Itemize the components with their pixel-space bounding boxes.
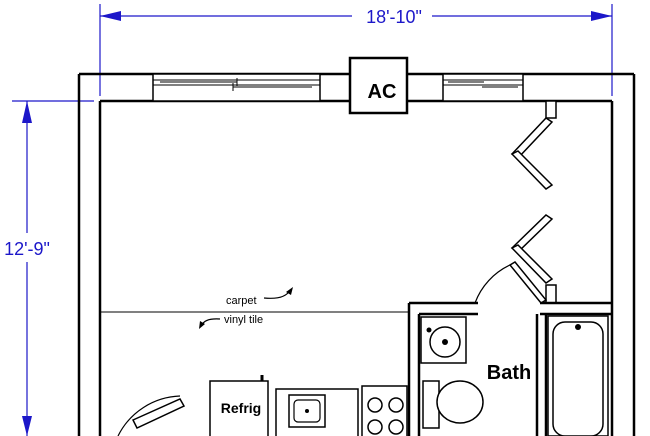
ac-unit [348, 56, 409, 115]
width-arrow-right [591, 11, 612, 21]
vinyl-tile-label: vinyl tile [224, 314, 263, 326]
vinyl-arrowhead [199, 321, 205, 329]
bifold-door-upper-b [510, 150, 554, 190]
kitchen-sink-drain [305, 409, 309, 413]
entry-door-swing-arc [117, 395, 181, 436]
window-right [442, 73, 524, 102]
stove-burner-4 [388, 419, 404, 435]
width-arrow-left [100, 11, 121, 21]
stove-burner-2 [388, 397, 404, 413]
carpet-arrow [263, 289, 291, 299]
entry-door [117, 395, 186, 436]
bath-door [474, 261, 548, 304]
entry-door-leaf [131, 398, 186, 429]
height-dimension [12, 100, 94, 436]
carpet-label: carpet [226, 295, 257, 307]
refrigerator [209, 380, 269, 436]
stove-burner-1 [367, 397, 383, 413]
ac-label: AC [368, 81, 397, 103]
bathtub-basin [552, 321, 604, 436]
closet-bifold-doors [510, 100, 557, 304]
bath-door-swing-arc [474, 264, 511, 304]
height-arrow-bottom [22, 416, 32, 436]
sink-faucet [426, 327, 432, 333]
bifold-door-lower-b [510, 244, 554, 284]
height-arrow-top [22, 101, 32, 123]
toilet-bowl [436, 380, 484, 424]
bathroom-walls [407, 301, 612, 436]
sink-drain [442, 339, 448, 345]
closet-jamb-top [545, 100, 557, 119]
window-left [152, 73, 321, 102]
bathtub-drain [575, 324, 581, 330]
closet-jamb-bottom [545, 284, 557, 304]
bath-door-leaf [508, 261, 548, 304]
width-dimension [99, 4, 613, 96]
carpet-arrowhead [286, 287, 293, 295]
width-dimension-label: 18'-10" [366, 7, 422, 27]
refrigerator-label: Refrig [221, 400, 261, 416]
height-dimension-label: 12'-9" [4, 239, 50, 259]
bath-label: Bath [487, 362, 531, 384]
stove-burner-3 [367, 419, 383, 435]
